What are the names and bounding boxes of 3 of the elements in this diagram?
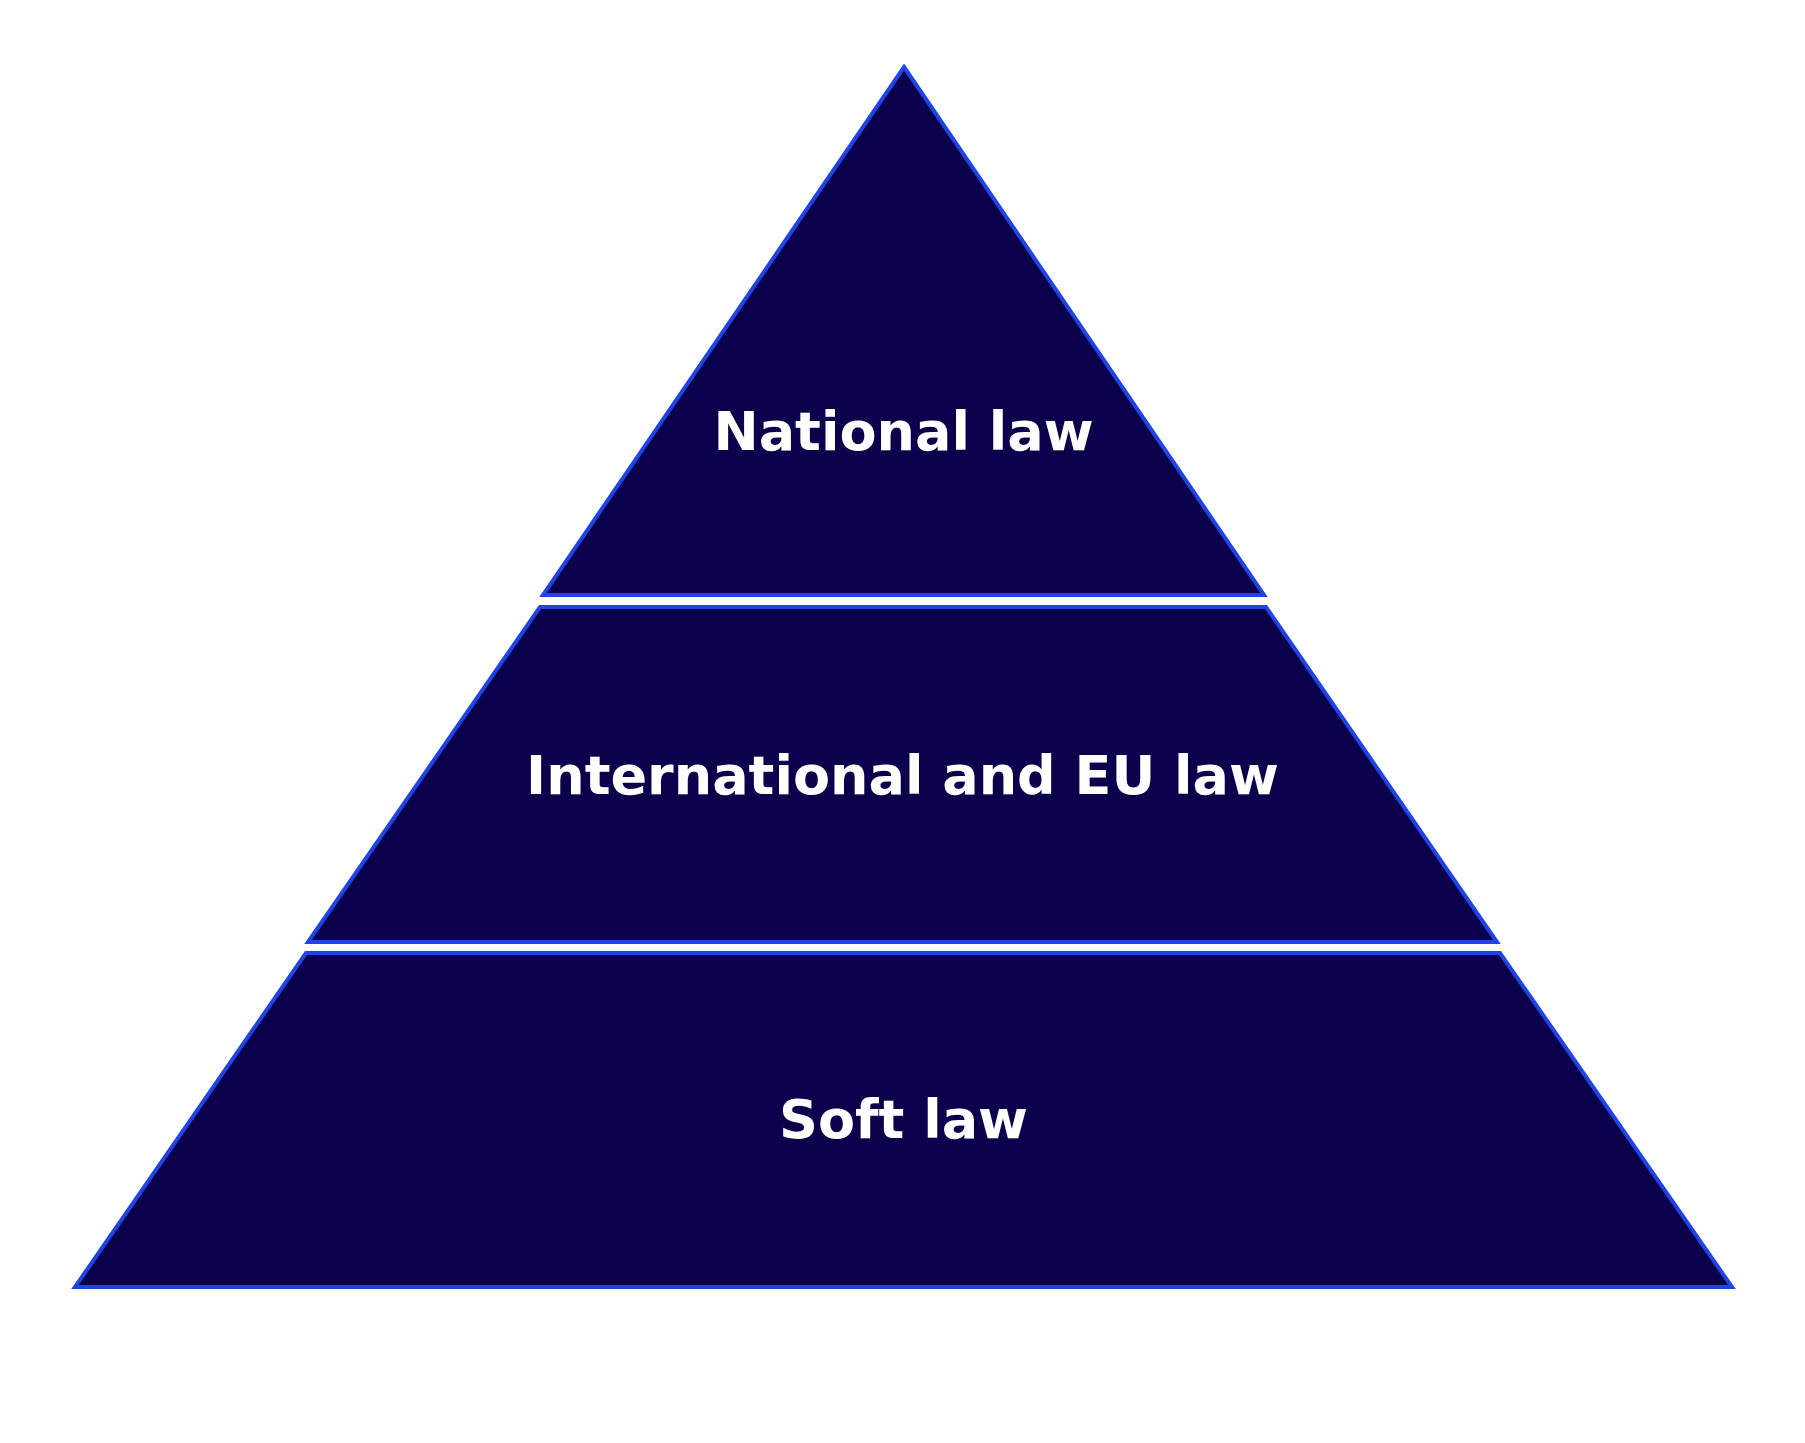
tier-label: National law [713, 400, 1094, 464]
tier-label: International and EU law [526, 744, 1279, 808]
tier-label: Soft law [779, 1088, 1028, 1152]
